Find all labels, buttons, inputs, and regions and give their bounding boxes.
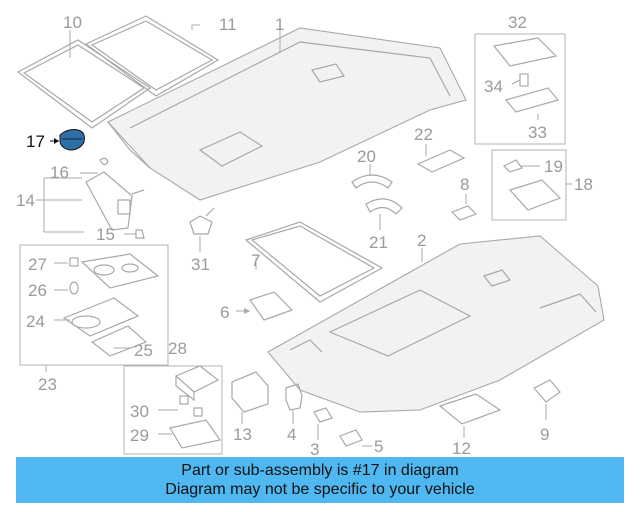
part-3-clip bbox=[313, 407, 333, 440]
callout-5: 5 bbox=[374, 437, 383, 456]
part-2-headliner bbox=[267, 235, 605, 413]
part-7-glass bbox=[244, 221, 384, 303]
callout-25: 25 bbox=[134, 341, 153, 360]
part-12-trim bbox=[438, 393, 502, 438]
callout-14: 14 bbox=[16, 191, 35, 210]
part-17-clip bbox=[50, 129, 85, 151]
callout-11: 11 bbox=[219, 15, 237, 34]
part-9-bracket bbox=[533, 379, 561, 420]
callout-23: 23 bbox=[38, 375, 57, 394]
callout-19: 19 bbox=[544, 157, 563, 176]
callout-10: 10 bbox=[63, 13, 82, 32]
callout-7: 7 bbox=[251, 251, 260, 270]
callout-3: 3 bbox=[310, 440, 319, 459]
callout-9: 9 bbox=[540, 425, 549, 444]
callout-21: 21 bbox=[369, 233, 388, 252]
callout-29: 29 bbox=[130, 426, 149, 445]
callout-15: 15 bbox=[96, 225, 115, 244]
part-5-clip bbox=[339, 429, 372, 447]
group-28-box bbox=[123, 365, 223, 455]
part-20-handle bbox=[351, 164, 393, 189]
callout-33: 33 bbox=[528, 123, 547, 142]
group-32-box bbox=[474, 33, 566, 145]
callout-12: 12 bbox=[452, 439, 471, 458]
callout-16: 16 bbox=[50, 163, 69, 182]
callout-22: 22 bbox=[414, 125, 433, 144]
banner-line-1: Part or sub-assembly is #17 in diagram bbox=[181, 462, 459, 479]
callout-30: 30 bbox=[130, 402, 149, 421]
part-4-clip bbox=[285, 383, 303, 424]
callout-17: 17 bbox=[26, 132, 45, 151]
part-10-panel bbox=[16, 30, 152, 129]
group-18-box bbox=[491, 149, 572, 221]
callout-24: 24 bbox=[26, 312, 45, 331]
part-6-pad bbox=[236, 291, 294, 321]
callout-18: 18 bbox=[574, 175, 593, 194]
group-23-box bbox=[19, 244, 169, 372]
callout-6: 6 bbox=[220, 303, 229, 322]
part-22-bracket bbox=[416, 144, 466, 173]
part-1-headliner bbox=[107, 27, 467, 201]
part-31-lamp-socket bbox=[189, 207, 215, 252]
callout-34: 34 bbox=[484, 77, 503, 96]
callout-32: 32 bbox=[508, 13, 527, 32]
part-13-pad bbox=[231, 371, 269, 424]
callout-8: 8 bbox=[460, 175, 469, 194]
banner-line-2: Diagram may not be specific to your vehi… bbox=[165, 481, 475, 498]
part-21-handle bbox=[365, 198, 403, 230]
callout-31: 31 bbox=[191, 255, 210, 274]
callout-26: 26 bbox=[28, 281, 47, 300]
info-banner: Part or sub-assembly is #17 in diagram D… bbox=[16, 457, 624, 503]
callout-1: 1 bbox=[275, 15, 284, 34]
callout-27: 27 bbox=[28, 255, 47, 274]
part-11-panel bbox=[84, 15, 220, 97]
part-14-sun-visor bbox=[36, 157, 145, 239]
callout-28: 28 bbox=[168, 339, 187, 358]
callout-4: 4 bbox=[287, 425, 296, 444]
callout-20: 20 bbox=[357, 147, 376, 166]
part-8-cover bbox=[450, 194, 478, 221]
callout-13: 13 bbox=[233, 425, 252, 444]
callout-2: 2 bbox=[417, 231, 426, 250]
